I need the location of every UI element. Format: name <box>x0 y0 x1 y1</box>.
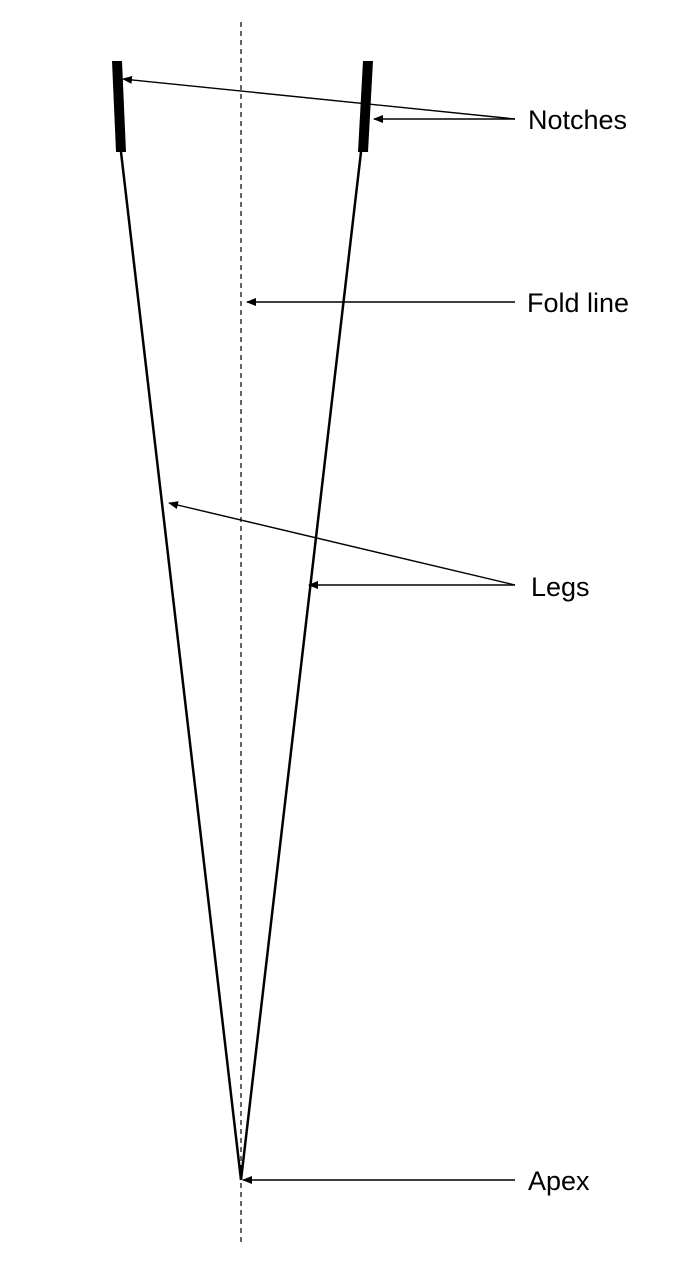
fold-line-label: Fold line <box>527 288 629 318</box>
left-leg <box>119 151 243 1181</box>
left-notch <box>112 61 126 152</box>
notches-label: Notches <box>528 105 627 135</box>
right-leg <box>239 151 363 1181</box>
apex-label: Apex <box>528 1166 590 1196</box>
legs-arrow-left <box>168 501 516 586</box>
legs-label: Legs <box>531 572 590 602</box>
notches-arrow-left <box>122 75 516 120</box>
right-notch <box>358 61 373 152</box>
